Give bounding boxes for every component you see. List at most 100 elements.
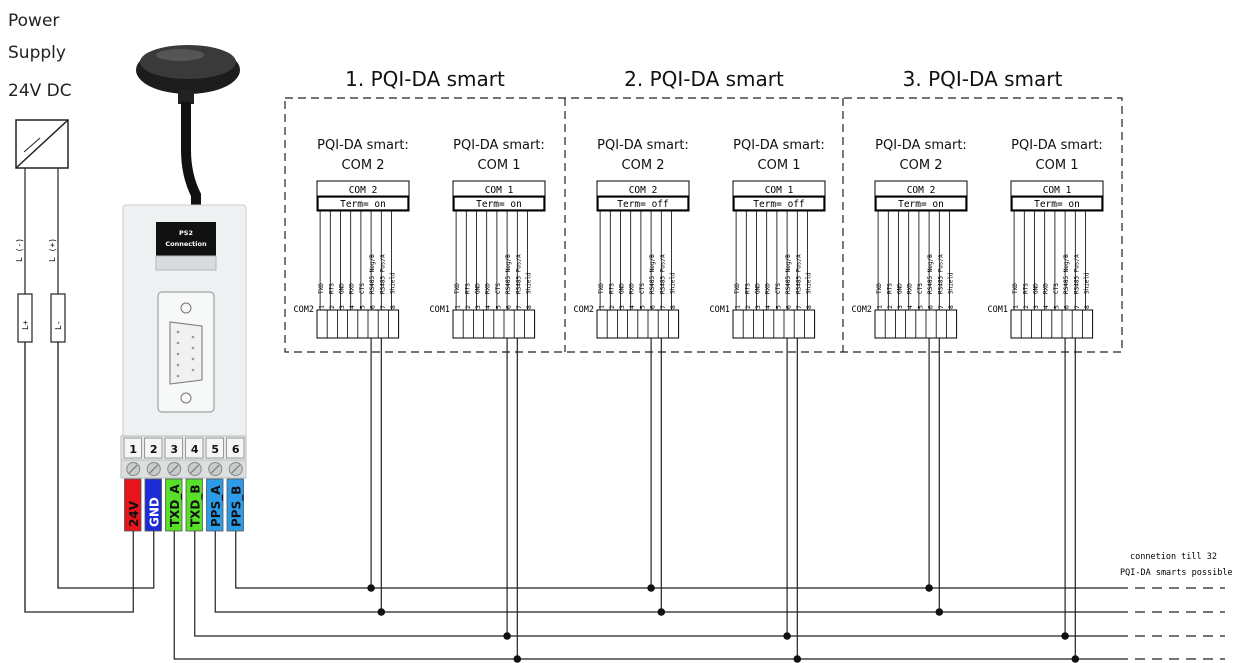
pin-name: TXD (454, 283, 461, 294)
bus-txd-a (173, 531, 1118, 660)
pin-name: Shield (526, 272, 533, 294)
term-setting: Term= on (476, 199, 522, 210)
ps2-slot (155, 255, 217, 271)
junction-dot (513, 655, 522, 663)
pin-number: 2 (886, 305, 894, 309)
pin-number: 1 (1012, 305, 1020, 309)
term-setting: Term= on (898, 199, 944, 210)
pin-name: CTS (639, 283, 646, 294)
power-supply: Power Supply 24V DC L (-) L (+) L+ L- (8, 11, 72, 612)
power-supply-label-2: Supply (8, 43, 66, 63)
pin-name: RTS (886, 283, 893, 294)
junction-dot (503, 632, 511, 640)
pin-number: 5 (1052, 305, 1060, 309)
pin-name: TXD (598, 283, 605, 294)
pin-name: RS485 Neg/B (927, 254, 934, 294)
fuse-pos-label: L+ (21, 320, 30, 330)
pin-number: 2 (1022, 305, 1030, 309)
bus-txd-b (194, 531, 1118, 637)
port-heading-1: PQI-DA smart: (875, 138, 967, 153)
com-box-name: COM 2 (907, 185, 936, 196)
terminal-label: GND (147, 497, 161, 527)
converter-dc-mark (23, 137, 41, 153)
pin-name: RS485 Pos/A (515, 254, 522, 294)
pin-name: RS485 Neg/B (505, 254, 512, 294)
pin-name: GND (475, 283, 482, 294)
pin-name: GND (1033, 283, 1040, 294)
terminal-number: 2 (150, 443, 158, 456)
pin-name: RS485 Neg/B (649, 254, 656, 294)
pin-name: CTS (359, 283, 366, 294)
converter-diagonal (15, 119, 69, 169)
terminal-label: TXD_B (188, 484, 203, 527)
junction-dot (783, 632, 791, 640)
pin-number: 6 (649, 305, 657, 309)
lead-label-neg: L (-) (15, 238, 24, 262)
terminal-screw-slot (149, 464, 159, 474)
term-box (597, 196, 689, 211)
terminal-number-cell (123, 437, 142, 459)
pin-name: CTS (495, 283, 502, 294)
pin-number: 7 (379, 305, 387, 309)
junction-dot (1061, 632, 1069, 640)
pin-number: 4 (348, 305, 356, 309)
device-frames (284, 97, 1123, 353)
pin-number: 1 (734, 305, 742, 309)
pin-name: Shield (948, 272, 955, 294)
com-box-name: COM 1 (1043, 185, 1072, 196)
power-supply-label-1: Power (8, 11, 59, 31)
terminal-screw-slot (210, 464, 220, 474)
pin-number: 8 (525, 305, 533, 309)
port-heading-2: COM 1 (478, 158, 521, 173)
port-side-label: COM2 (852, 305, 872, 315)
pin-name: RTS (464, 283, 471, 294)
term-box (317, 196, 409, 211)
pin-name: RXD (765, 283, 772, 294)
pin-number: 2 (328, 305, 336, 309)
terminal-screw-slot (169, 464, 179, 474)
pin-number: 3 (896, 305, 904, 309)
pin-number: 2 (608, 305, 616, 309)
supply-connection (57, 342, 155, 589)
com-box-name: COM 1 (485, 185, 514, 196)
fuse-pos (17, 293, 33, 343)
pin-number: 7 (937, 305, 945, 309)
terminal-number: 3 (170, 443, 178, 456)
pin-name: RTS (328, 283, 335, 294)
term-box (875, 196, 967, 211)
terminal-number-cell (164, 437, 183, 459)
pin-number: 3 (338, 305, 346, 309)
pin-name: RXD (349, 283, 356, 294)
module-body: PS2 Connection (122, 204, 247, 444)
pin-number: 2 (464, 305, 472, 309)
term-box (1011, 196, 1103, 211)
gps-antenna-icon (136, 45, 240, 225)
port-heading-1: PQI-DA smart: (1011, 138, 1103, 153)
pin-number: 1 (876, 305, 884, 309)
bus-lines (24, 338, 1225, 663)
device-title: 2. PQI-DA smart (624, 67, 784, 91)
pin-number: 1 (318, 305, 326, 309)
pin-number: 1 (598, 305, 606, 309)
pin-number: 8 (389, 305, 397, 309)
pin-number: 8 (1083, 305, 1091, 309)
pin-name: RS485 Pos/A (379, 254, 386, 294)
pin-number: 6 (927, 305, 935, 309)
junction-dot (1071, 655, 1080, 663)
bus-pps-a (214, 531, 1118, 613)
pin-number: 7 (795, 305, 803, 309)
terminal-number: 4 (191, 443, 199, 456)
pin-number: 3 (618, 305, 626, 309)
pin-number: 4 (484, 305, 492, 309)
pin-number: 7 (515, 305, 523, 309)
pin-name: Shield (1084, 272, 1091, 294)
port-heading-2: COM 1 (1036, 158, 1079, 173)
ps2-label-1: PS2 (179, 229, 193, 237)
pin-name: TXD (1012, 283, 1019, 294)
pin-number: 3 (1032, 305, 1040, 309)
terminal-screw-slot (231, 464, 241, 474)
pin-number: 6 (1063, 305, 1071, 309)
